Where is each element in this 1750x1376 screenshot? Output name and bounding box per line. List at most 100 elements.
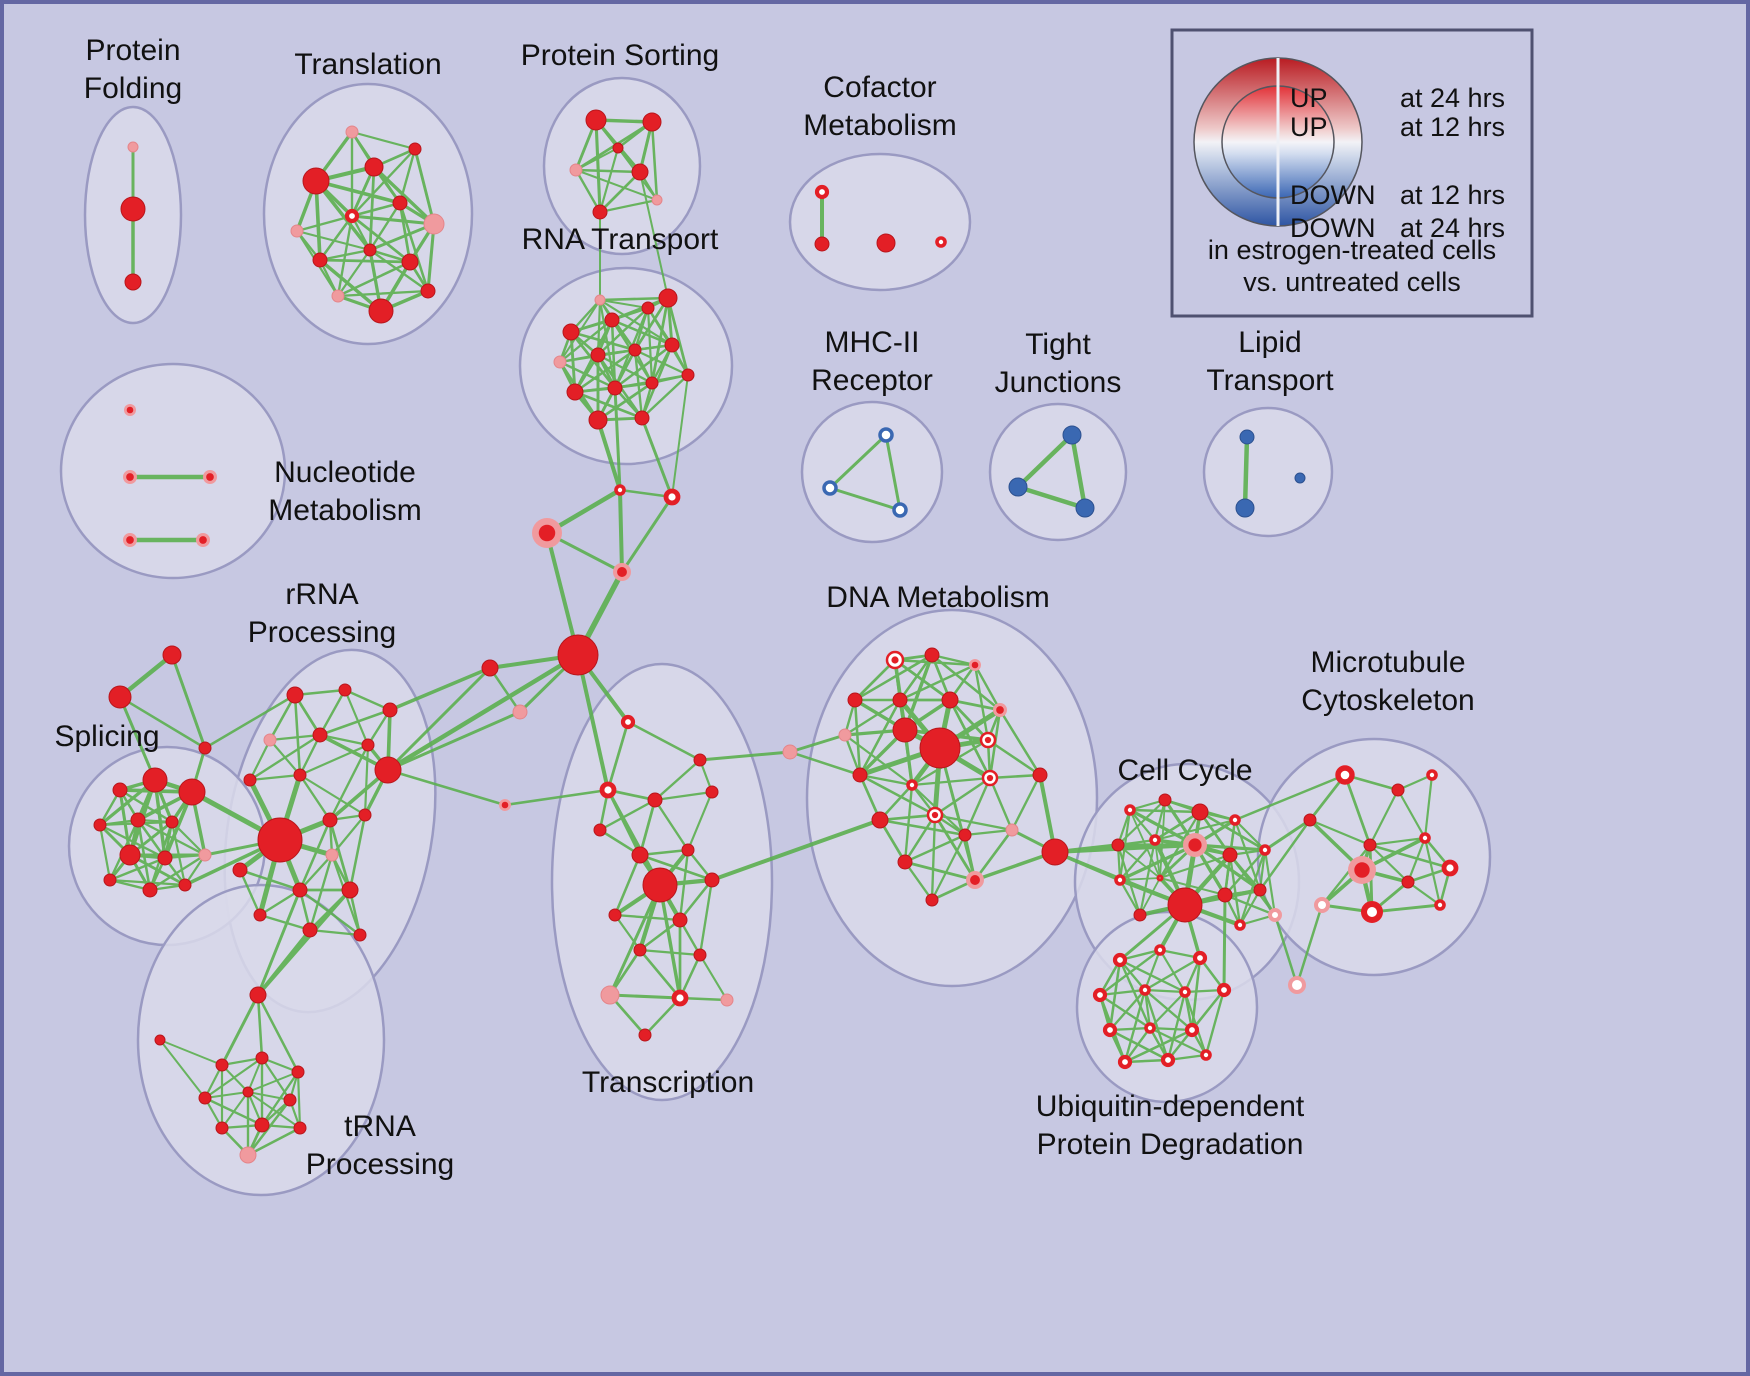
node-dm3: [969, 659, 981, 671]
edge: [1143, 956, 1202, 992]
node-nm3: [203, 470, 217, 484]
node-rr19: [353, 928, 367, 942]
node-ps4: [631, 163, 649, 181]
edge: [336, 248, 372, 298]
edge: [318, 688, 347, 737]
legend-time-label: at 12 hrs: [1400, 112, 1505, 142]
edge: [1258, 848, 1267, 892]
edge: [314, 179, 372, 252]
node-sp11: [178, 878, 192, 892]
edge: [350, 130, 417, 151]
cluster-ellipse-mh: [800, 400, 944, 544]
edge: [618, 488, 674, 499]
node-sp2: [142, 767, 168, 793]
edge: [910, 776, 992, 787]
edge: [1128, 808, 1157, 842]
edge: [843, 698, 902, 737]
edge: [1396, 788, 1427, 840]
edge: [398, 147, 417, 205]
edge: [1158, 948, 1187, 994]
node-mh3: [892, 502, 908, 518]
edge: [1258, 818, 1312, 892]
edge: [986, 738, 1042, 777]
node-rt3: [641, 301, 655, 315]
node-tn11: [293, 1121, 307, 1135]
node-sp7: [119, 844, 141, 866]
node-dm8: [838, 728, 852, 742]
node-tn5: [291, 1065, 305, 1079]
edge: [268, 733, 322, 742]
node-nm4: [123, 533, 137, 547]
edge: [336, 260, 412, 298]
edge: [963, 828, 1014, 837]
node-tc16: [671, 989, 689, 1007]
node-dm1: [885, 650, 905, 670]
edge: [1343, 773, 1372, 847]
edge: [159, 1039, 223, 1066]
edge: [853, 698, 862, 777]
edge: [598, 296, 670, 302]
edge: [973, 828, 1014, 882]
edge: [545, 531, 580, 657]
edge: [858, 698, 902, 777]
node-tc12: [672, 912, 688, 928]
cluster-label-rr: Processing: [248, 616, 396, 649]
edge: [1108, 958, 1122, 1032]
node-tn10: [254, 1117, 270, 1133]
node-dm15: [981, 769, 999, 787]
node-tr8: [423, 213, 445, 235]
edge: [136, 818, 207, 857]
edge: [256, 993, 300, 1074]
node-sp8: [157, 850, 173, 866]
node-cc7: [1183, 833, 1207, 857]
edge: [576, 653, 610, 792]
edge: [350, 201, 402, 218]
legend-direction-label: DOWN: [1290, 180, 1375, 210]
node-lt3: [1294, 472, 1306, 484]
node-mc12: [1434, 899, 1446, 911]
edge: [368, 248, 430, 293]
edge: [298, 773, 367, 817]
node-rr11: [322, 812, 338, 828]
edge: [318, 248, 372, 262]
node-rt4: [658, 288, 678, 308]
edge: [1223, 893, 1277, 917]
node-tn8: [283, 1093, 297, 1107]
edge: [606, 788, 662, 887]
node-dm11: [979, 731, 997, 749]
edge: [368, 201, 402, 252]
edge: [1159, 854, 1231, 879]
edge: [308, 853, 334, 932]
node-tc7: [631, 846, 649, 864]
node-tc18: [638, 1028, 652, 1042]
edge: [598, 298, 674, 347]
node-tn9: [215, 1121, 229, 1135]
node-cm2: [814, 236, 830, 252]
node-tr2: [302, 167, 330, 195]
edge: [108, 856, 167, 882]
edge: [488, 666, 522, 714]
edge: [598, 170, 642, 214]
node-ub11: [1117, 1054, 1133, 1070]
edge: [1233, 773, 1347, 822]
edge: [640, 416, 674, 499]
edge: [1010, 773, 1042, 832]
node-rt15: [594, 294, 606, 306]
edge: [710, 818, 882, 882]
node-tn4: [255, 1051, 269, 1065]
cluster-label-cc: Cell Cycle: [1117, 754, 1252, 787]
edge: [973, 850, 1057, 882]
edge: [933, 776, 992, 817]
edge: [1153, 810, 1202, 842]
cluster-label-rt: RNA Transport: [522, 223, 719, 256]
edge: [159, 1039, 206, 1099]
edge: [398, 201, 430, 293]
node-rr5: [312, 727, 328, 743]
node-tr12: [331, 289, 345, 303]
edge: [343, 688, 370, 747]
node-rt8: [664, 337, 680, 353]
edge: [1368, 843, 1410, 884]
node-cm1: [814, 184, 830, 200]
node-ps6: [651, 194, 663, 206]
node-x1: [614, 484, 626, 496]
